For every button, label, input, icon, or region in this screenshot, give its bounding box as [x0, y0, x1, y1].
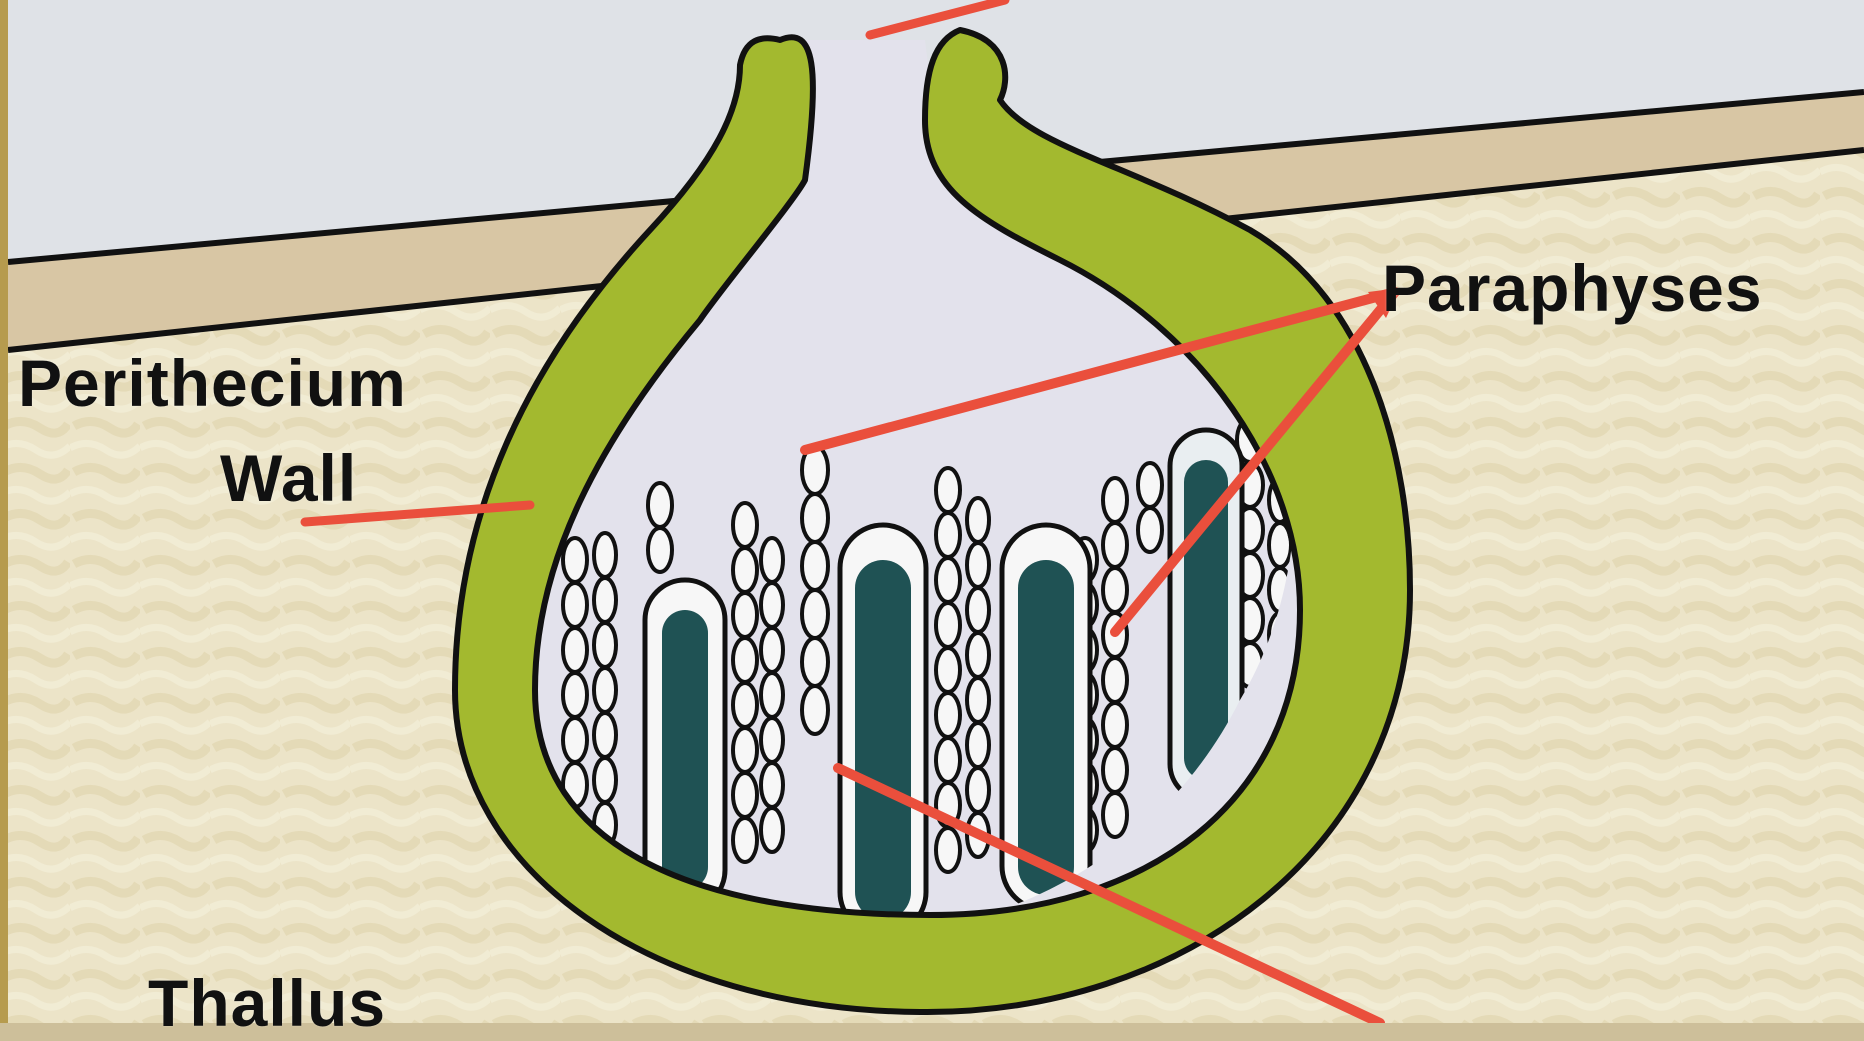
label-thallus: Thallus	[148, 965, 386, 1041]
label-wall: Wall	[220, 440, 357, 516]
ascus	[645, 580, 725, 910]
label-perithecium: Perithecium	[18, 345, 407, 421]
ascus	[840, 525, 926, 935]
label-paraphyses: Paraphyses	[1382, 250, 1763, 326]
frame-edge	[0, 0, 8, 1023]
